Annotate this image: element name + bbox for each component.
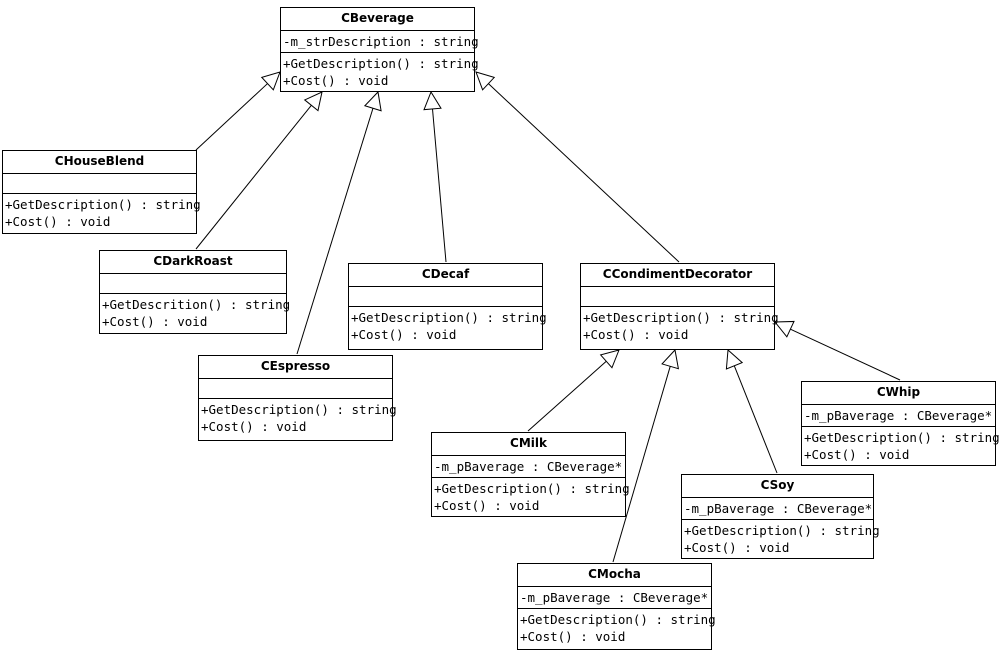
relationship-line <box>488 83 680 263</box>
class-operation: +GetDescription() : string <box>201 402 397 417</box>
class-name-cwhip: CWhip <box>802 382 995 405</box>
operation-compartment-cespresso: +GetDescription() : string +Cost() : void <box>199 399 397 438</box>
generalization-cmilk-to-ccondimentdecorator <box>527 349 620 432</box>
operation-compartment-chouseblend: +GetDescription() : string +Cost() : void <box>3 194 201 233</box>
class-name-csoy: CSoy <box>682 475 873 498</box>
class-operation: +Cost() : void <box>102 314 208 329</box>
operation-compartment-cwhip: +GetDescription() : string +Cost() : void <box>802 427 1000 466</box>
operation-compartment-csoy: +GetDescription() : string +Cost() : void <box>682 520 880 559</box>
attribute-compartment-cmilk: -m_pBaverage : CBeverage* <box>432 456 625 478</box>
class-attribute <box>351 289 542 304</box>
class-operation: +GetDescription() : string <box>520 612 716 627</box>
class-name-cespresso: CEspresso <box>199 356 392 379</box>
inheritance-triangle-icon <box>423 90 442 111</box>
generalization-chouseblend-to-cbeverage <box>195 71 281 151</box>
attribute-compartment-ccondimentdecorator <box>581 287 774 307</box>
class-operation: +Cost() : void <box>351 327 457 342</box>
operation-compartment-cbeverage: +GetDescription() : string +Cost() : void <box>281 53 479 92</box>
inheritance-triangle-icon <box>303 91 323 112</box>
class-operation: +GetDescription() : string <box>434 481 630 496</box>
attribute-compartment-cwhip: -m_pBaverage : CBeverage* <box>802 405 995 427</box>
operation-compartment-cdecaf: +GetDescription() : string +Cost() : void <box>349 307 547 346</box>
class-operation: +Cost() : void <box>201 419 307 434</box>
uml-class-cbeverage[interactable]: CBeverage -m_strDescription : string +GetD… <box>280 7 479 92</box>
relationship-line <box>195 83 268 151</box>
class-attribute <box>5 176 196 191</box>
attribute-compartment-cdarkroast <box>100 274 286 294</box>
uml-class-cwhip[interactable]: CWhip -m_pBaverage : CBeverage* +GetDescri… <box>801 381 1000 466</box>
class-name-cdecaf: CDecaf <box>349 264 542 287</box>
attribute-compartment-cbeverage: -m_strDescription : string <box>281 31 479 53</box>
uml-class-cmocha[interactable]: CMocha -m_pBaverage : CBeverage* +GetDescr… <box>517 563 716 650</box>
uml-class-cdecaf[interactable]: CDecaf +GetDescription() : string +Cost() … <box>348 263 547 350</box>
relationship-line <box>431 108 447 263</box>
attribute-compartment-csoy: -m_pBaverage : CBeverage* <box>682 498 873 520</box>
class-attribute: -m_pBaverage : CBeverage* <box>684 501 873 516</box>
class-attribute: -m_pBaverage : CBeverage* <box>804 408 993 423</box>
inheritance-triangle-icon <box>661 348 680 370</box>
attribute-compartment-cmocha: -m_pBaverage : CBeverage* <box>518 587 711 609</box>
class-name-cdarkroast: CDarkRoast <box>100 251 286 274</box>
class-operation: +Cost() : void <box>283 73 389 88</box>
class-name-cmocha: CMocha <box>518 564 711 587</box>
class-attribute <box>102 276 286 291</box>
class-operation: +Cost() : void <box>804 447 910 462</box>
class-operation: +Cost() : void <box>684 540 790 555</box>
operation-compartment-cdarkroast: +GetDescrition() : string +Cost() : void <box>100 294 291 333</box>
class-operation: +Cost() : void <box>434 498 540 513</box>
uml-class-cdarkroast[interactable]: CDarkRoast +GetDescrition() : string +Cost… <box>99 250 291 334</box>
relationship-line <box>527 360 607 432</box>
generalization-ccondimentdecorator-to-cbeverage <box>475 71 680 263</box>
class-operation: +GetDescription() : string <box>5 197 201 212</box>
class-attribute: -m_strDescription : string <box>283 34 479 49</box>
class-operation: +Cost() : void <box>520 629 626 644</box>
class-attribute: -m_pBaverage : CBeverage* <box>520 590 709 605</box>
class-attribute <box>201 381 392 396</box>
uml-class-chouseblend[interactable]: CHouseBlend +GetDescription() : string +Co… <box>2 150 201 234</box>
generalization-cdarkroast-to-cbeverage <box>195 91 323 250</box>
class-operation: +Cost() : void <box>5 214 111 229</box>
relationship-line <box>733 365 778 474</box>
class-name-chouseblend: CHouseBlend <box>3 151 196 174</box>
inheritance-triangle-icon <box>475 71 496 91</box>
operation-compartment-cmocha: +GetDescription() : string +Cost() : void <box>518 609 716 648</box>
class-operation: +GetDescription() : string <box>583 310 779 325</box>
uml-class-cmilk[interactable]: CMilk -m_pBaverage : CBeverage* +GetDescri… <box>431 432 630 517</box>
class-operation: +GetDescription() : string <box>804 430 1000 445</box>
inheritance-triangle-icon <box>725 348 744 370</box>
generalization-cdecaf-to-cbeverage <box>423 90 447 263</box>
generalization-cwhip-to-ccondimentdecorator <box>773 320 901 381</box>
class-operation: +GetDescription() : string <box>684 523 880 538</box>
uml-class-csoy[interactable]: CSoy -m_pBaverage : CBeverage* +GetDescrip… <box>681 474 880 559</box>
operation-compartment-cmilk: +GetDescription() : string +Cost() : void <box>432 478 630 517</box>
inheritance-triangle-icon <box>599 349 620 369</box>
generalization-csoy-to-ccondimentdecorator <box>725 348 778 474</box>
class-attribute: -m_pBaverage : CBeverage* <box>434 459 623 474</box>
attribute-compartment-cdecaf <box>349 287 542 307</box>
class-name-cmilk: CMilk <box>432 433 625 456</box>
class-operation: +GetDescrition() : string <box>102 297 291 312</box>
class-operation: +GetDescription() : string <box>283 56 479 71</box>
class-operation: +Cost() : void <box>583 327 689 342</box>
inheritance-triangle-icon <box>260 71 281 91</box>
inheritance-triangle-icon <box>363 90 382 112</box>
class-name-cbeverage: CBeverage <box>281 8 474 31</box>
uml-class-cespresso[interactable]: CEspresso +GetDescription() : string +Cost… <box>198 355 397 441</box>
operation-compartment-ccondimentdecorator: +GetDescription() : string +Cost() : void <box>581 307 779 346</box>
uml-class-ccondimentdecorator[interactable]: CCondimentDecorator +GetDescription() : s… <box>580 263 779 350</box>
relationship-line <box>790 328 901 381</box>
class-operation: +GetDescription() : string <box>351 310 547 325</box>
attribute-compartment-chouseblend <box>3 174 196 194</box>
class-attribute <box>583 289 774 304</box>
attribute-compartment-cespresso <box>199 379 392 399</box>
class-name-ccondimentdecorator: CCondimentDecorator <box>581 264 774 287</box>
relationship-line <box>195 104 312 250</box>
